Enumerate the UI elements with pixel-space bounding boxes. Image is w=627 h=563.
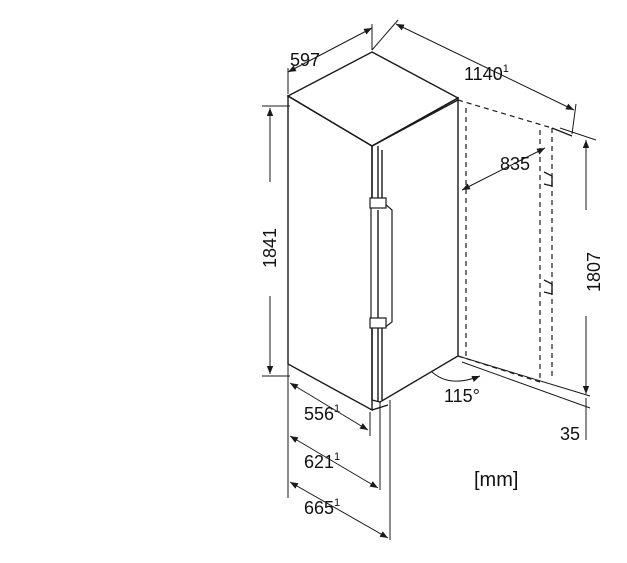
fridge-side-face — [287, 94, 373, 412]
door-handle — [369, 197, 393, 329]
open-door-top-dashed — [457, 99, 553, 129]
height-label: 1841 — [260, 228, 280, 268]
open-door-outline — [457, 99, 573, 383]
base-gap-label: 35 — [560, 424, 580, 444]
door-shelf-bottom — [543, 279, 553, 295]
door-depth-arrow — [461, 147, 546, 191]
door-swing-arc — [431, 371, 481, 382]
depth-556-arrow — [289, 382, 369, 431]
depth-dimensions: 5561 6211 6651 — [287, 364, 391, 540]
door-depth-dimension: 835 — [461, 147, 546, 191]
depth-621-label: 6211 — [304, 451, 340, 472]
depth-open-label: 11401 — [464, 63, 509, 84]
handle-top-mount — [369, 197, 387, 209]
unit-label: [mm] — [474, 469, 518, 491]
depth-621-arrow — [289, 435, 379, 489]
depth-open-dimension: 11401 — [371, 19, 577, 135]
width-label: 597 — [290, 50, 320, 70]
depth-665-arrow — [289, 481, 389, 539]
door-depth-label: 835 — [500, 154, 530, 174]
depth-open-arrow — [395, 23, 575, 111]
handle-bottom-mount — [369, 317, 387, 329]
top-rim-line — [371, 99, 459, 147]
width-dimension: 597 — [287, 24, 373, 94]
handle-bar — [370, 202, 393, 329]
door-shelf-top — [543, 171, 553, 187]
depth-665-label: 6651 — [304, 497, 340, 518]
height-dimension: 1841 — [260, 105, 290, 377]
door-height-label: 1807 — [584, 252, 604, 292]
open-door-cap — [551, 127, 573, 137]
base-gap-dimension: 35 — [457, 355, 591, 444]
door-angle-label: 115° — [444, 386, 480, 406]
door-height-dimension: 1807 — [559, 127, 604, 394]
width-arrow — [287, 27, 373, 73]
depth-556-label: 5561 — [304, 403, 340, 424]
